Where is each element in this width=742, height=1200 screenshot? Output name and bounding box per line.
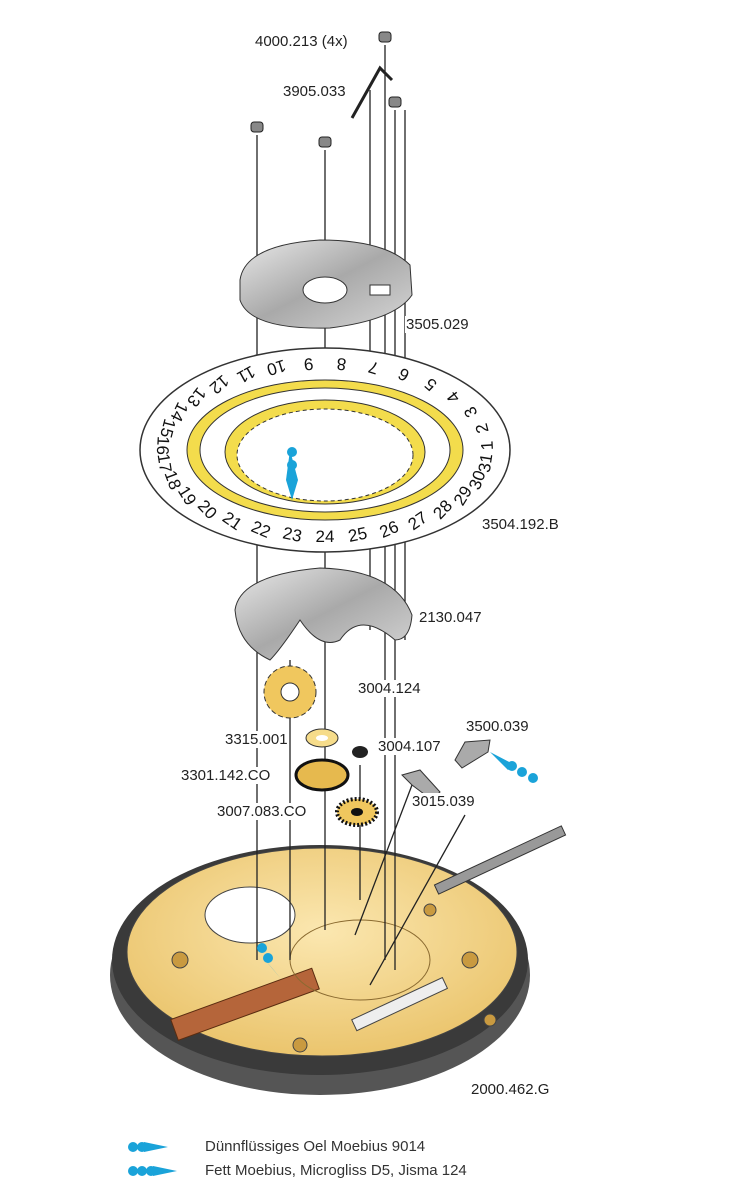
oil-drops-plate [257,943,282,980]
winding-stem [433,825,567,895]
date-number: 16 [153,436,173,456]
label-3500-039: 3500.039 [465,718,530,735]
date-number: 8 [336,354,347,374]
legend-oil-label: Dünnflüssiges Oel Moebius 9014 [205,1138,426,1155]
label-4000-213: 4000.213 (4x) [254,33,349,50]
spring [350,65,394,119]
date-number: 23 [281,523,303,545]
label-2130-047: 2130.047 [418,609,483,626]
label-2000-462-g: 2000.462.G [470,1081,551,1098]
date-number: 17 [154,452,176,474]
bridge-3505 [239,239,413,329]
legend-grease-label: Fett Moebius, Microgliss D5, Jisma 124 [205,1162,467,1179]
screws [250,31,402,148]
grease-drops-icon [128,1163,205,1179]
mainplate [110,845,530,1095]
date-number: 1 [478,440,497,450]
date-number: 2 [472,421,493,435]
label-3015-039: 3015.039 [411,793,476,810]
oil-drops-icon [128,1139,205,1155]
label-3315-001: 3315.001 [224,731,289,748]
lever [454,739,491,769]
label-3905-033: 3905.033 [282,83,347,100]
grease-drops-lever [490,752,538,783]
label-3504-192-b: 3504.192.B [481,516,560,533]
plate-2130 [234,567,413,661]
legend-grease: Fett Moebius, Microgliss D5, Jisma 124 [128,1162,467,1179]
label-3004-107: 3004.107 [377,738,442,755]
label-3007-083-co: 3007.083.CO [216,803,308,820]
date-number: 15 [156,417,179,440]
date-number: 10 [264,356,288,380]
date-number: 24 [316,527,335,546]
label-3505-029: 3505.029 [405,316,470,333]
wheel-3301 [294,758,350,792]
date-number: 31 [475,452,497,474]
label-3301-142-co: 3301.142.CO [180,767,272,784]
date-number: 9 [303,354,314,374]
date-number: 25 [347,523,369,545]
legend-oil: Dünnflüssiges Oel Moebius 9014 [128,1138,425,1155]
label-3004-124: 3004.124 [357,680,422,697]
